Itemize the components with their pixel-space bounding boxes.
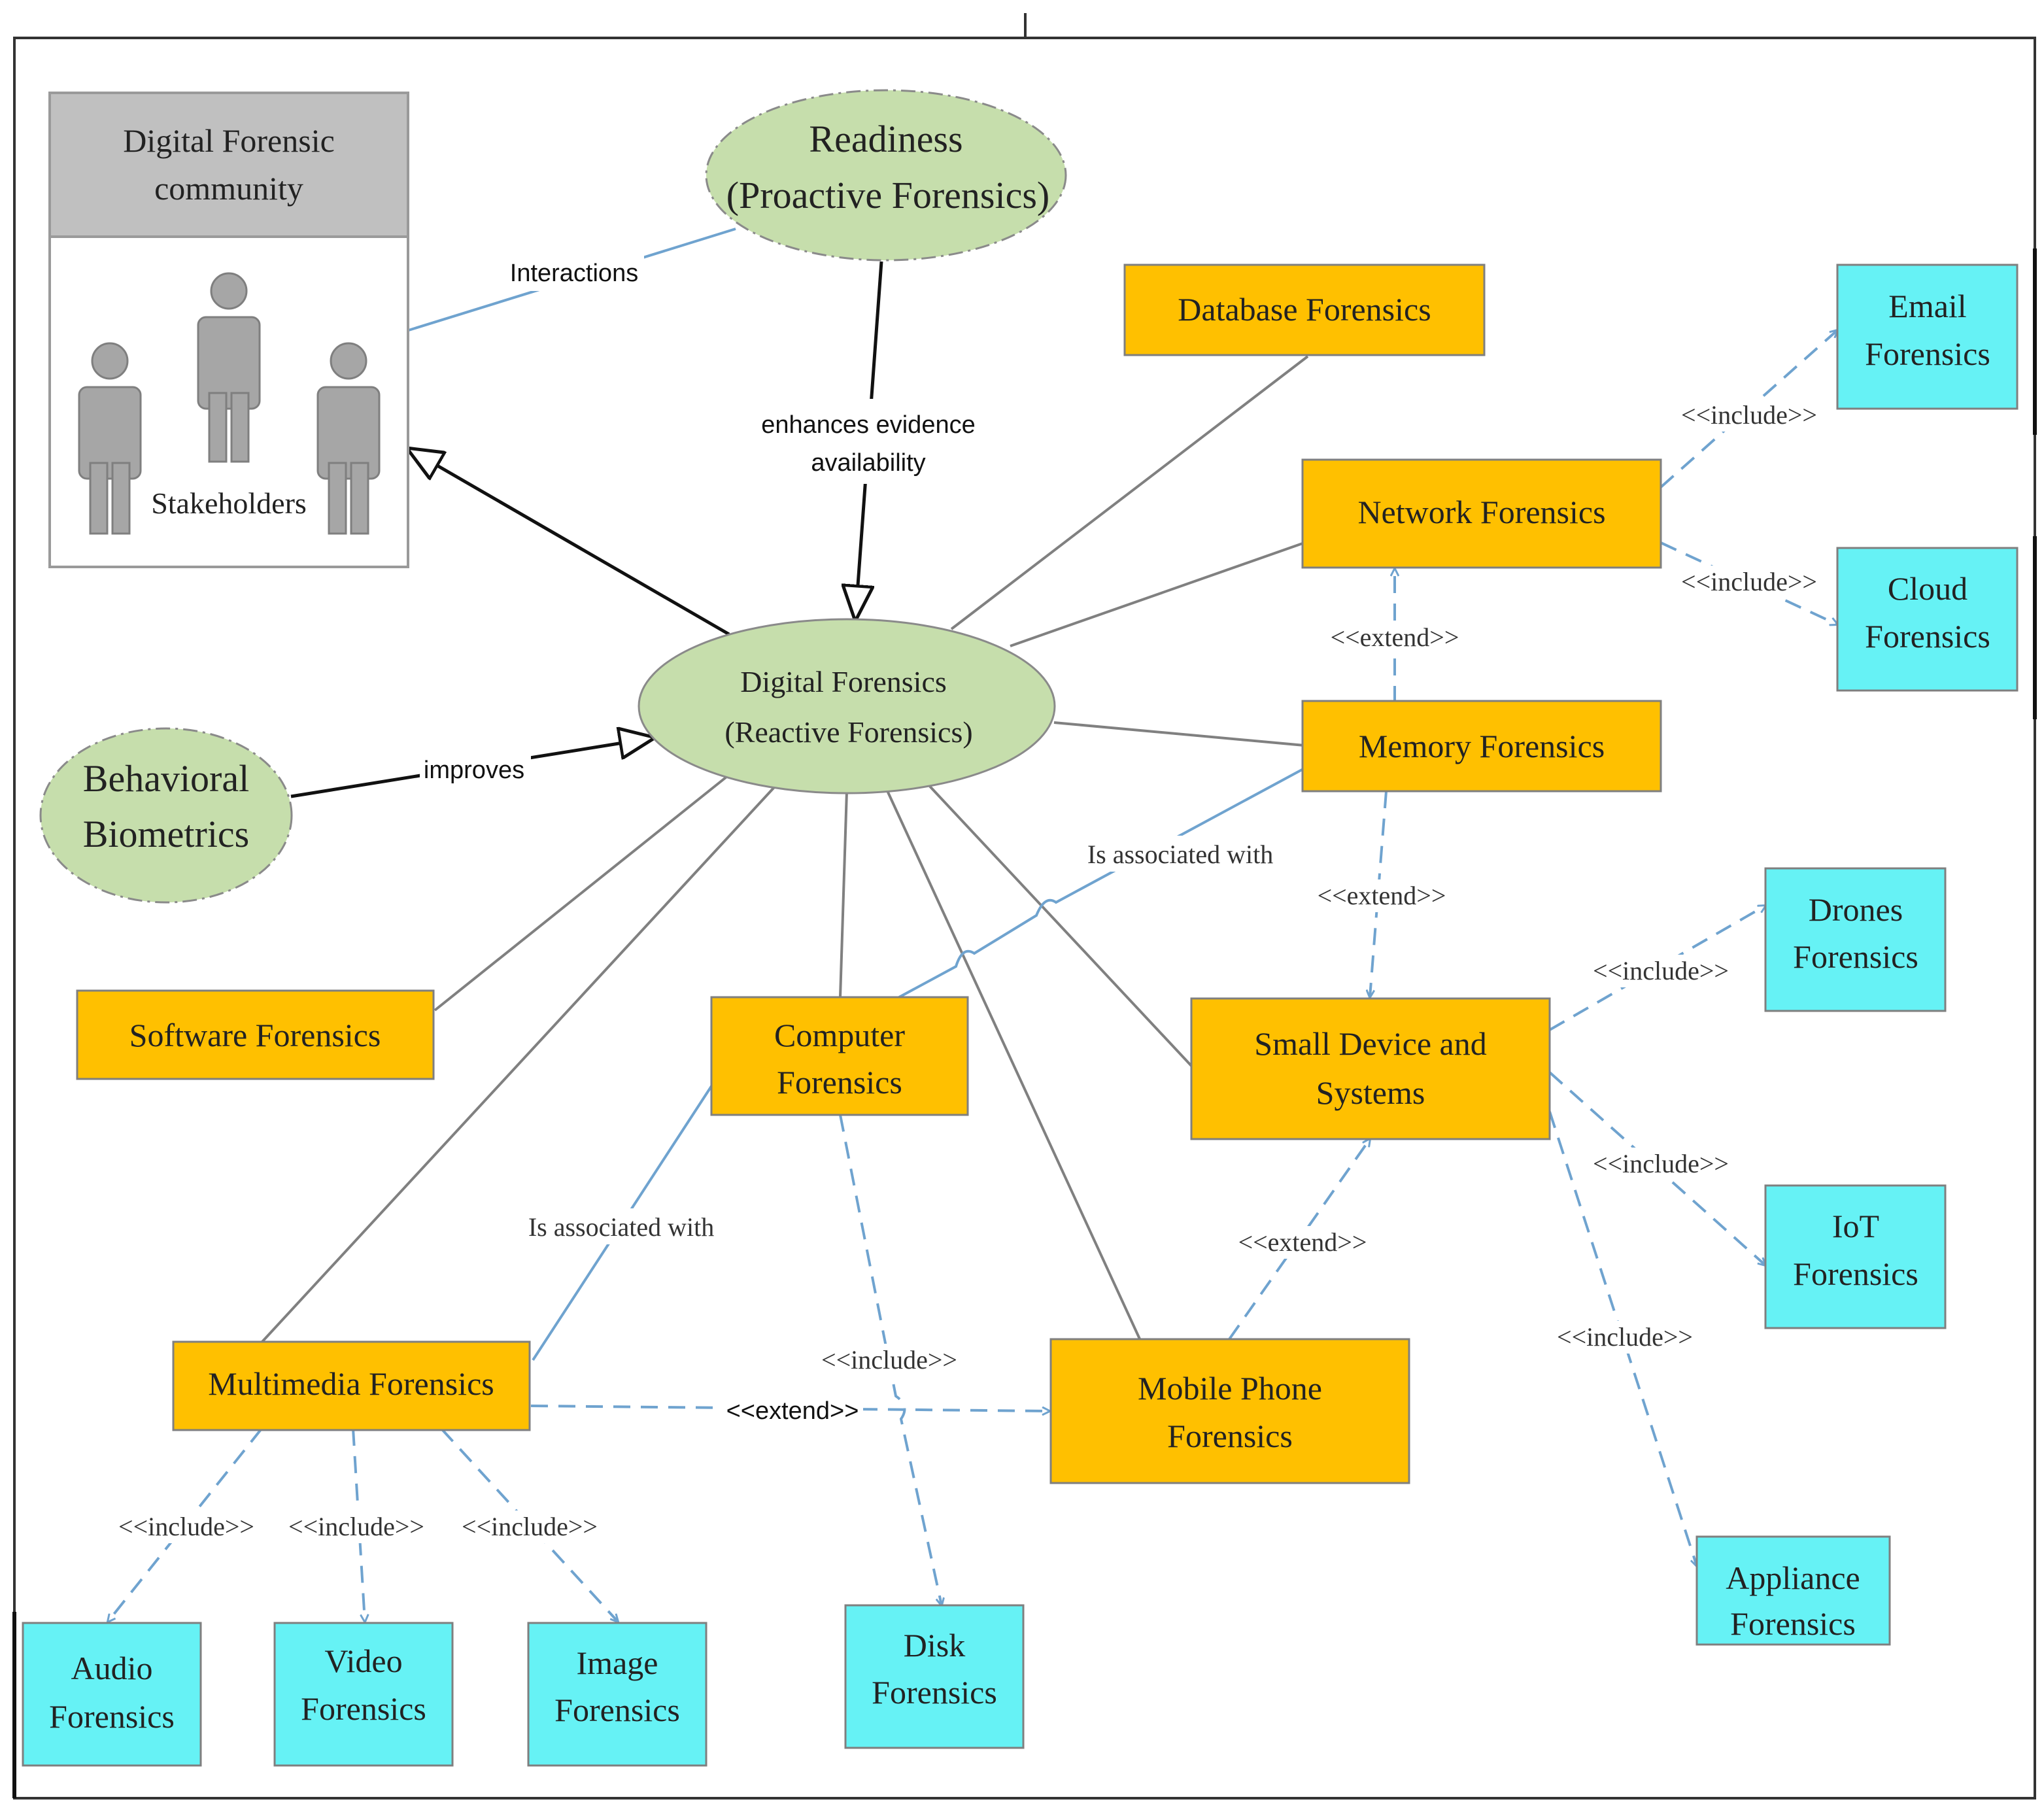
video-forensics-line1: Video	[324, 1643, 402, 1679]
community-box: Digital Forensic community Stakeholders	[48, 92, 409, 568]
edge-df-community	[407, 448, 730, 636]
edge-df-smalldevice	[924, 780, 1193, 1067]
stakeholders-label: Stakeholders	[151, 486, 307, 520]
node-image-forensics: Image Forensics	[527, 1622, 707, 1767]
label-associated-multimedia: Is associated with	[528, 1212, 714, 1242]
edge-computer-disk	[839, 1114, 942, 1605]
memory-forensics-label: Memory Forensics	[1359, 728, 1605, 764]
behavioral-line1: Behavioral	[83, 757, 249, 800]
email-forensics-line2: Forensics	[1865, 335, 1990, 372]
small-device-line1: Small Device and	[1254, 1025, 1486, 1062]
digital-forensics-line1: Digital Forensics	[740, 665, 947, 698]
audio-forensics-line2: Forensics	[49, 1698, 175, 1735]
mobile-phone-line1: Mobile Phone	[1138, 1370, 1322, 1407]
label-interactions: Interactions	[510, 260, 638, 287]
disk-forensics-line2: Forensics	[872, 1674, 997, 1711]
disk-forensics-line1: Disk	[904, 1627, 965, 1663]
label-enhances-line2: availability	[811, 449, 925, 477]
drones-forensics-line2: Forensics	[1793, 938, 1918, 975]
software-forensics-label: Software Forensics	[129, 1017, 381, 1053]
stakeholder-person-icon	[78, 342, 142, 535]
iot-forensics-line2: Forensics	[1793, 1255, 1918, 1292]
label-associated-memory: Is associated with	[1087, 840, 1273, 869]
behavioral-line2: Biometrics	[83, 813, 250, 855]
edge-df-mobile	[885, 787, 1142, 1342]
node-database-forensics: Database Forensics	[1123, 264, 1486, 356]
diagram-frame	[12, 13, 2037, 1799]
node-disk-forensics: Disk Forensics	[844, 1604, 1025, 1749]
ellipse-digital-forensics: Digital Forensics (Reactive Forensics)	[638, 618, 1056, 794]
node-appliance-forensics: Appliance Forensics	[1695, 1535, 1891, 1646]
audio-forensics-line1: Audio	[71, 1650, 153, 1686]
edge-memory-smalldevice	[1370, 791, 1388, 997]
node-mobile-phone-forensics: Mobile Phone Forensics	[1049, 1338, 1410, 1484]
label-include-disk: <<include>>	[821, 1345, 957, 1374]
node-software-forensics: Software Forensics	[76, 989, 435, 1080]
video-forensics-line2: Forensics	[301, 1690, 426, 1727]
edge-smalldevice-appliance	[1548, 1111, 1697, 1566]
edge-df-network	[1010, 541, 1305, 647]
mobile-phone-line2: Forensics	[1167, 1418, 1293, 1454]
node-email-forensics: Email Forensics	[1836, 264, 2018, 410]
community-title-line2: community	[154, 170, 303, 207]
label-include-video: <<include>>	[288, 1512, 424, 1541]
ellipse-behavioral-biometrics: Behavioral Biometrics	[39, 727, 293, 904]
ellipse-readiness: Readiness (Proactive Forensics)	[705, 89, 1067, 262]
label-include-cloud: <<include>>	[1681, 567, 1817, 596]
label-include-audio: <<include>>	[118, 1512, 254, 1541]
multimedia-forensics-label: Multimedia Forensics	[208, 1365, 494, 1402]
label-include-drones: <<include>>	[1593, 956, 1729, 985]
email-forensics-line1: Email	[1888, 288, 1966, 324]
readiness-line2: (Proactive Forensics)	[726, 174, 1049, 216]
small-device-line2: Systems	[1316, 1074, 1425, 1111]
cloud-forensics-line2: Forensics	[1865, 618, 1990, 655]
computer-forensics-line1: Computer	[774, 1017, 905, 1053]
node-audio-forensics: Audio Forensics	[22, 1622, 202, 1767]
digital-forensics-line2: (Reactive Forensics)	[724, 715, 972, 749]
node-computer-forensics: Computer Forensics	[710, 996, 969, 1116]
label-extend-multimedia: <<extend>>	[726, 1397, 859, 1425]
stakeholder-person-icon	[197, 272, 261, 463]
community-title-line1: Digital Forensic	[123, 122, 335, 159]
readiness-line1: Readiness	[809, 118, 962, 160]
edge-df-computer	[839, 791, 848, 998]
node-iot-forensics: IoT Forensics	[1764, 1184, 1947, 1329]
label-include-email: <<include>>	[1681, 400, 1817, 430]
label-include-appliance: <<include>>	[1557, 1322, 1693, 1352]
cloud-forensics-line1: Cloud	[1888, 570, 1967, 607]
node-drones-forensics: Drones Forensics	[1764, 867, 1947, 1012]
edge-df-multimedia	[260, 785, 776, 1344]
node-cloud-forensics: Cloud Forensics	[1836, 547, 2018, 692]
edge-labels: Interactions enhances evidence availabil…	[111, 252, 1824, 1543]
label-extend-mobile: <<extend>>	[1238, 1227, 1367, 1257]
stakeholder-person-icon	[316, 342, 381, 535]
label-include-iot: <<include>>	[1593, 1149, 1729, 1178]
label-improves: improves	[424, 757, 524, 784]
image-forensics-line2: Forensics	[554, 1692, 680, 1728]
edge-df-software	[434, 774, 730, 1012]
node-video-forensics: Video Forensics	[273, 1622, 454, 1767]
edge-computer-memory	[898, 767, 1305, 998]
iot-forensics-line1: IoT	[1832, 1208, 1879, 1244]
drones-forensics-line1: Drones	[1809, 891, 1903, 928]
image-forensics-line1: Image	[577, 1645, 658, 1681]
appliance-forensics-line1: Appliance	[1726, 1560, 1860, 1596]
node-network-forensics: Network Forensics	[1301, 458, 1662, 569]
edge-multimedia-image	[440, 1427, 618, 1622]
label-enhances-line1: enhances evidence	[761, 411, 975, 439]
database-forensics-label: Database Forensics	[1178, 291, 1431, 328]
edge-df-memory	[1053, 721, 1305, 747]
label-include-image: <<include>>	[462, 1512, 598, 1541]
appliance-forensics-line2: Forensics	[1730, 1605, 1856, 1642]
label-extend-network: <<extend>>	[1331, 623, 1459, 652]
label-extend-smalldevice: <<extend>>	[1318, 881, 1446, 910]
edge-df-database	[950, 355, 1309, 630]
node-small-device-systems: Small Device and Systems	[1190, 997, 1551, 1140]
computer-forensics-line2: Forensics	[777, 1064, 902, 1100]
network-forensics-label: Network Forensics	[1357, 494, 1605, 530]
node-memory-forensics: Memory Forensics	[1301, 700, 1662, 793]
node-multimedia-forensics: Multimedia Forensics	[172, 1340, 531, 1431]
